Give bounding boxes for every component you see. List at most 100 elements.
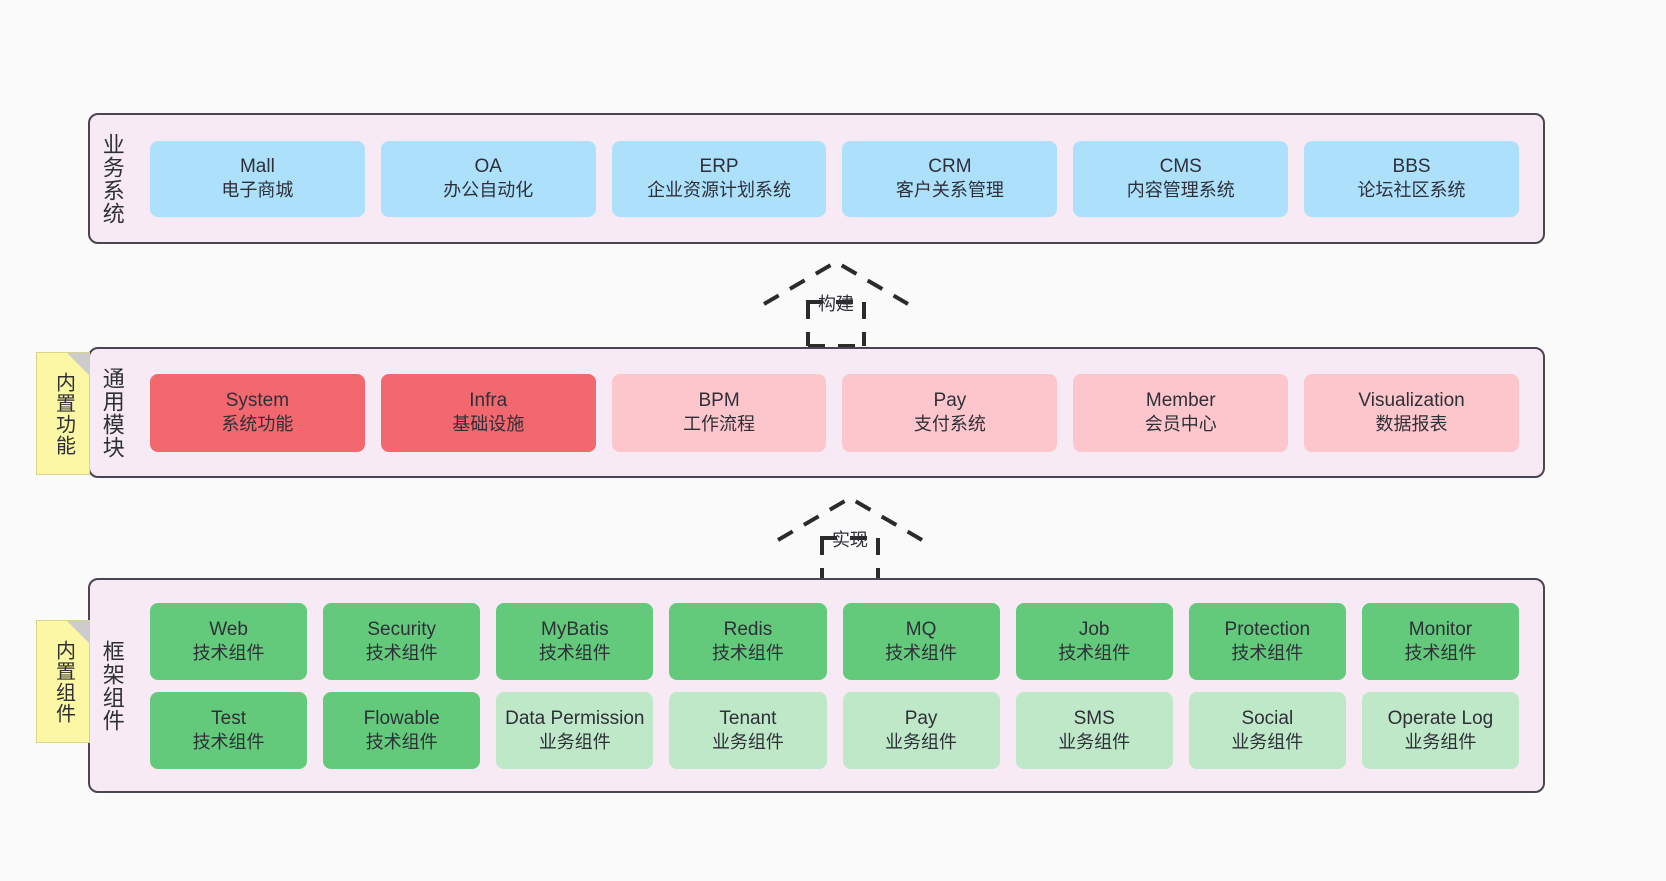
- framework-cards-row-1: Web 技术组件 Security 技术组件 MyBatis 技术组件 Redi…: [142, 602, 1527, 680]
- node-data-permission-name: Data Permission: [505, 707, 645, 729]
- node-monitor-name: Monitor: [1408, 618, 1473, 640]
- node-pay-module-sub: 支付系统: [913, 414, 986, 435]
- layer-body-framework: Web 技术组件 Security 技术组件 MyBatis 技术组件 Redi…: [134, 580, 1543, 791]
- node-mq[interactable]: MQ 技术组件: [842, 602, 1000, 680]
- node-mall-sub: 电子商城: [221, 180, 294, 201]
- node-pay-module-name: Pay: [933, 390, 967, 412]
- node-redis-name: Redis: [723, 618, 773, 640]
- node-mybatis[interactable]: MyBatis 技术组件: [496, 602, 654, 680]
- node-bbs-name: BBS: [1392, 156, 1431, 178]
- node-data-permission-sub: 业务组件: [538, 731, 611, 752]
- connector-build-label: 构建: [818, 294, 854, 314]
- node-infra-sub: 基础设施: [452, 414, 525, 435]
- business-cards-row: Mall 电子商城 OA 办公自动化 ERP 企业资源计划系统 CRM 客户关系…: [142, 140, 1527, 217]
- node-pay-module[interactable]: Pay 支付系统: [842, 373, 1058, 452]
- layer-framework-components: 框架组件 Web 技术组件 Security 技术组件 MyBatis 技术组件…: [88, 578, 1545, 793]
- node-security-sub: 技术组件: [365, 642, 438, 663]
- layer-body-business: Mall 电子商城 OA 办公自动化 ERP 企业资源计划系统 CRM 客户关系…: [134, 115, 1543, 242]
- node-member-name: Member: [1145, 390, 1216, 412]
- node-social-sub: 业务组件: [1231, 731, 1304, 752]
- node-cms-name: CMS: [1159, 156, 1202, 178]
- node-bbs[interactable]: BBS 论坛社区系统: [1304, 140, 1519, 217]
- node-mall[interactable]: Mall 电子商城: [150, 140, 365, 217]
- node-crm[interactable]: CRM 客户关系管理: [842, 140, 1058, 217]
- node-flowable-name: Flowable: [363, 707, 440, 729]
- node-visualization[interactable]: Visualization 数据报表: [1304, 373, 1519, 452]
- node-mall-name: Mall: [239, 156, 275, 178]
- node-tenant-name: Tenant: [719, 707, 777, 729]
- node-oa-name: OA: [474, 156, 502, 178]
- node-tenant[interactable]: Tenant 业务组件: [669, 691, 827, 769]
- node-crm-sub: 客户关系管理: [895, 180, 1004, 201]
- node-web-name: Web: [209, 618, 248, 640]
- node-bpm-sub: 工作流程: [683, 414, 756, 435]
- node-job[interactable]: Job 技术组件: [1015, 602, 1173, 680]
- node-cms[interactable]: CMS 内容管理系统: [1073, 140, 1289, 217]
- node-member-sub: 会员中心: [1144, 414, 1217, 435]
- node-oa[interactable]: OA 办公自动化: [380, 140, 596, 217]
- connector-realize: 实现: [770, 492, 930, 584]
- node-crm-name: CRM: [928, 156, 972, 178]
- node-mybatis-name: MyBatis: [541, 618, 609, 640]
- node-operate-log[interactable]: Operate Log 业务组件: [1361, 691, 1519, 769]
- node-operate-log-name: Operate Log: [1387, 707, 1494, 729]
- node-system-name: System: [225, 390, 290, 412]
- layer-body-modules: System 系统功能 Infra 基础设施 BPM 工作流程 Pay 支付系统…: [134, 349, 1543, 476]
- layer-title-modules: 通用模块: [99, 366, 125, 459]
- node-protection-sub: 技术组件: [1231, 642, 1304, 663]
- node-erp[interactable]: ERP 企业资源计划系统: [611, 140, 827, 217]
- node-system[interactable]: System 系统功能: [150, 373, 365, 452]
- node-pay-component[interactable]: Pay 业务组件: [842, 691, 1000, 769]
- node-monitor[interactable]: Monitor 技术组件: [1361, 602, 1519, 680]
- layer-business-systems: 业务系统 Mall 电子商城 OA 办公自动化 ERP 企业资源计划系统 CRM…: [88, 113, 1545, 244]
- node-social[interactable]: Social 业务组件: [1188, 691, 1346, 769]
- note-builtin-component: 内置组件: [36, 620, 90, 743]
- node-flowable-sub: 技术组件: [365, 731, 438, 752]
- node-redis-sub: 技术组件: [711, 642, 784, 663]
- layer-title-business: 业务系统: [99, 132, 125, 225]
- node-bbs-sub: 论坛社区系统: [1357, 180, 1466, 201]
- node-infra[interactable]: Infra 基础设施: [380, 373, 596, 452]
- node-job-sub: 技术组件: [1058, 642, 1131, 663]
- node-bpm[interactable]: BPM 工作流程: [611, 373, 827, 452]
- framework-cards-row-2: Test 技术组件 Flowable 技术组件 Data Permission …: [142, 691, 1527, 769]
- node-cms-sub: 内容管理系统: [1126, 180, 1235, 201]
- layer-common-modules: 通用模块 System 系统功能 Infra 基础设施 BPM 工作流程 Pay…: [88, 347, 1545, 478]
- node-oa-sub: 办公自动化: [443, 180, 534, 201]
- node-test[interactable]: Test 技术组件: [150, 691, 308, 769]
- node-web-sub: 技术组件: [192, 642, 265, 663]
- connector-build: 构建: [756, 256, 916, 348]
- node-erp-name: ERP: [699, 156, 739, 178]
- node-member[interactable]: Member 会员中心: [1073, 373, 1289, 452]
- node-social-name: Social: [1241, 707, 1294, 729]
- node-bpm-name: BPM: [698, 390, 740, 412]
- node-system-sub: 系统功能: [221, 414, 294, 435]
- node-infra-name: Infra: [469, 390, 508, 412]
- node-security[interactable]: Security 技术组件: [323, 602, 481, 680]
- node-security-name: Security: [367, 618, 436, 640]
- node-monitor-sub: 技术组件: [1404, 642, 1477, 663]
- note-builtin-function: 内置功能: [36, 352, 90, 475]
- node-mybatis-sub: 技术组件: [538, 642, 611, 663]
- node-sms-sub: 业务组件: [1058, 731, 1131, 752]
- node-web[interactable]: Web 技术组件: [150, 602, 308, 680]
- node-protection-name: Protection: [1224, 618, 1311, 640]
- node-visualization-name: Visualization: [1358, 390, 1465, 412]
- node-tenant-sub: 业务组件: [711, 731, 784, 752]
- node-protection[interactable]: Protection 技术组件: [1188, 602, 1346, 680]
- node-mq-name: MQ: [905, 618, 937, 640]
- node-redis[interactable]: Redis 技术组件: [669, 602, 827, 680]
- node-mq-sub: 技术组件: [885, 642, 958, 663]
- node-visualization-sub: 数据报表: [1375, 414, 1448, 435]
- node-erp-sub: 企业资源计划系统: [647, 180, 792, 201]
- node-operate-log-sub: 业务组件: [1404, 731, 1477, 752]
- node-sms[interactable]: SMS 业务组件: [1015, 691, 1173, 769]
- node-flowable[interactable]: Flowable 技术组件: [323, 691, 481, 769]
- node-job-name: Job: [1078, 618, 1110, 640]
- node-data-permission[interactable]: Data Permission 业务组件: [496, 691, 654, 769]
- modules-cards-row: System 系统功能 Infra 基础设施 BPM 工作流程 Pay 支付系统…: [142, 373, 1527, 452]
- layer-title-framework: 框架组件: [99, 639, 125, 732]
- node-test-name: Test: [211, 707, 246, 729]
- node-sms-name: SMS: [1073, 707, 1115, 729]
- node-pay-component-name: Pay: [904, 707, 938, 729]
